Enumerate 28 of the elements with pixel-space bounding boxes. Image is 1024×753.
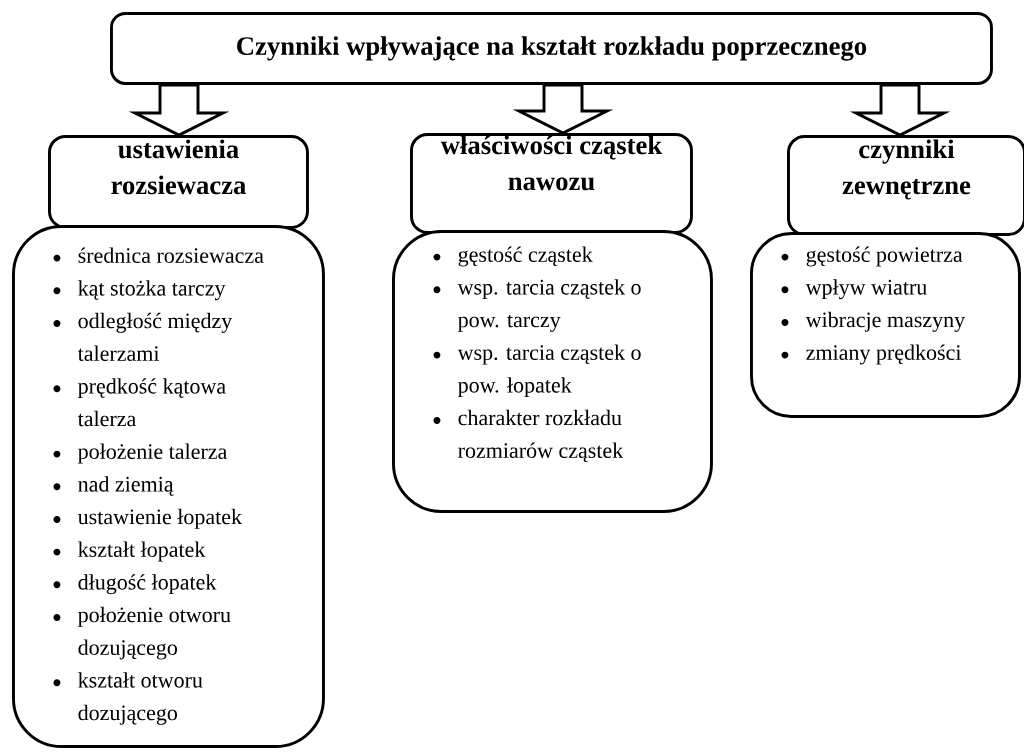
- list-item: nad ziemią: [78, 476, 174, 496]
- list-item: ustawienie łopatek: [77, 508, 243, 529]
- list-box: [750, 232, 1021, 418]
- list-item: charakter rozkładu rozmiarów cząstek: [458, 409, 624, 463]
- list-item: średnica rozsiewacza: [78, 247, 264, 263]
- list-item: położenie talerza: [78, 443, 228, 464]
- list-item: kształt otworu dozującego: [78, 672, 203, 725]
- block-arrow: [512, 83, 614, 135]
- list-item: wpływ wiatru: [805, 279, 927, 300]
- heading-text: właściwości cząstek nawozu: [440, 135, 663, 191]
- heading-box: [787, 135, 1024, 236]
- list-item: gęstość cząstek: [458, 246, 593, 267]
- heading-box: [410, 133, 693, 234]
- block-arrow: [128, 83, 230, 137]
- list-item: kąt stożka tarczy: [78, 280, 226, 301]
- list-item: wibracje maszyny: [805, 311, 966, 332]
- block-arrow: [849, 83, 951, 137]
- title-text: Czynniki wpływające na kształt rozkładu poprzecznego: [237, 36, 867, 61]
- heading-text: ustawienia rozsiewacza: [111, 139, 246, 195]
- heading-text: czynniki zewnętrzne: [842, 139, 971, 200]
- list-item: zmiany prędkości: [806, 344, 962, 365]
- list-box: [12, 225, 325, 748]
- heading-box: [48, 135, 309, 229]
- list-item: długość łopatek: [78, 574, 217, 595]
- list-box: [392, 230, 713, 513]
- list-item: gęstość powietrza: [806, 246, 963, 267]
- list-item: kształt łopatek: [78, 541, 206, 562]
- title-box: [110, 12, 993, 85]
